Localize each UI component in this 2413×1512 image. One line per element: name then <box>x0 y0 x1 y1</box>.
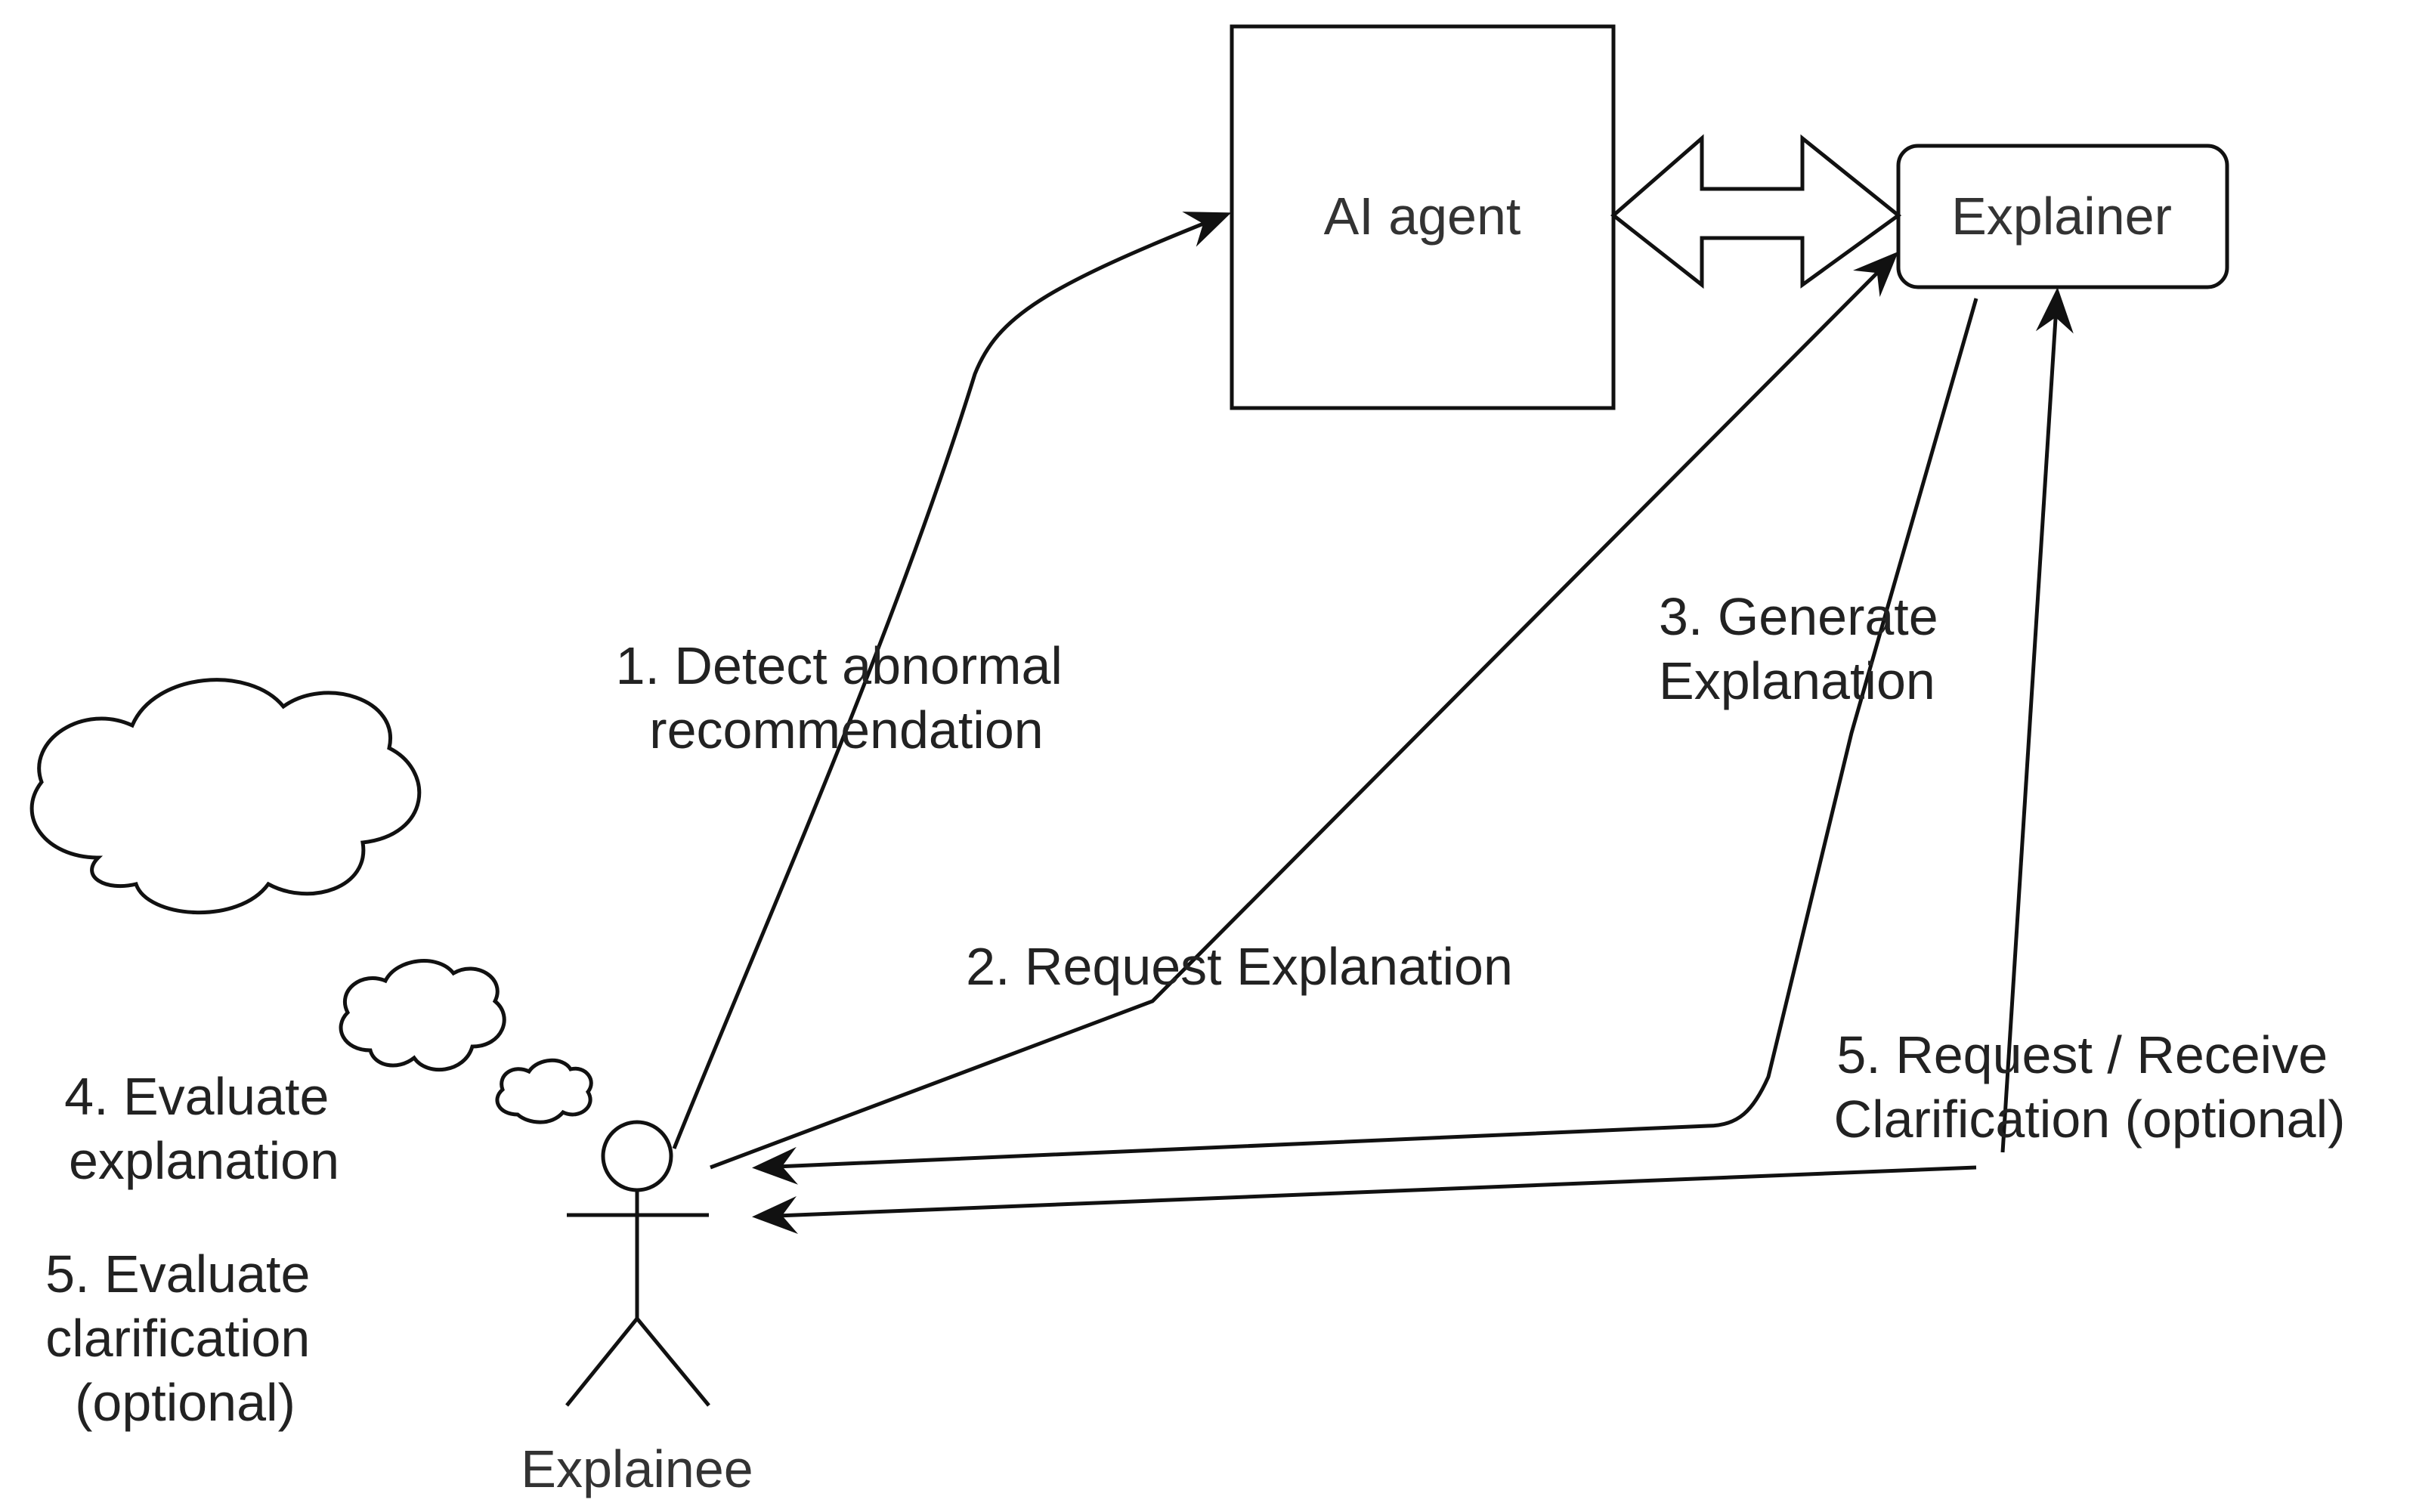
explainer-node: Explainer <box>1896 144 2229 289</box>
step3-line2: Explanation <box>1659 651 1935 710</box>
ai-agent-box <box>1230 24 1616 410</box>
step5-request-label: 5. Request / Receive Clarification (opti… <box>1834 1025 2346 1149</box>
step2-label: 2. Request Explanation <box>966 937 1513 996</box>
arrow-detect-abnormal <box>672 212 1232 1149</box>
thought-cloud-small <box>495 1058 593 1124</box>
arrow-request-clarification <box>2000 287 2074 1153</box>
step5-evaluate-line3: (optional) <box>75 1373 295 1432</box>
explainer-label: Explainer <box>1951 187 2172 246</box>
explainee-label: Explainee <box>521 1439 753 1498</box>
step5-request-line2: Clarification (optional) <box>1834 1090 2346 1149</box>
explainee-figure <box>565 1120 710 1407</box>
step5-request-line1: 5. Request / Receive <box>1836 1025 2328 1084</box>
step3-line1: 3. Generate <box>1659 587 1938 646</box>
step2-line1: 2. Request Explanation <box>966 937 1513 996</box>
ai-agent-label: AI agent <box>1324 187 1521 246</box>
explainee-head <box>601 1120 673 1192</box>
ai-agent-node: AI agent <box>1230 24 1616 410</box>
arrow-generate-explanation <box>752 298 1978 1185</box>
explainee-right-leg <box>636 1317 710 1407</box>
step1-line1: 1. Detect abnormal <box>616 636 1063 695</box>
arrow-request-explanation <box>710 251 1899 1170</box>
explainee-left-leg <box>565 1317 639 1407</box>
step1-label: 1. Detect abnormal recommendation <box>616 636 1078 759</box>
step1-line2: recommendation <box>649 700 1043 759</box>
step4-line1: 4. Evaluate <box>64 1067 329 1126</box>
step4-line2: explanation <box>69 1131 339 1190</box>
step5-evaluate-label: 5. Evaluate clarification (optional) <box>45 1245 325 1432</box>
step4-label: 4. Evaluate explanation <box>64 1067 344 1190</box>
bidirectional-arrow <box>1610 134 1902 289</box>
step5-evaluate-line1: 5. Evaluate <box>45 1245 310 1303</box>
arrow-receive-clarification <box>752 1165 1977 1234</box>
thought-cloud-large <box>29 678 422 914</box>
thought-cloud-medium <box>339 959 506 1071</box>
step5-evaluate-line2: clarification <box>45 1309 310 1368</box>
step3-label: 3. Generate Explanation <box>1659 587 1953 710</box>
